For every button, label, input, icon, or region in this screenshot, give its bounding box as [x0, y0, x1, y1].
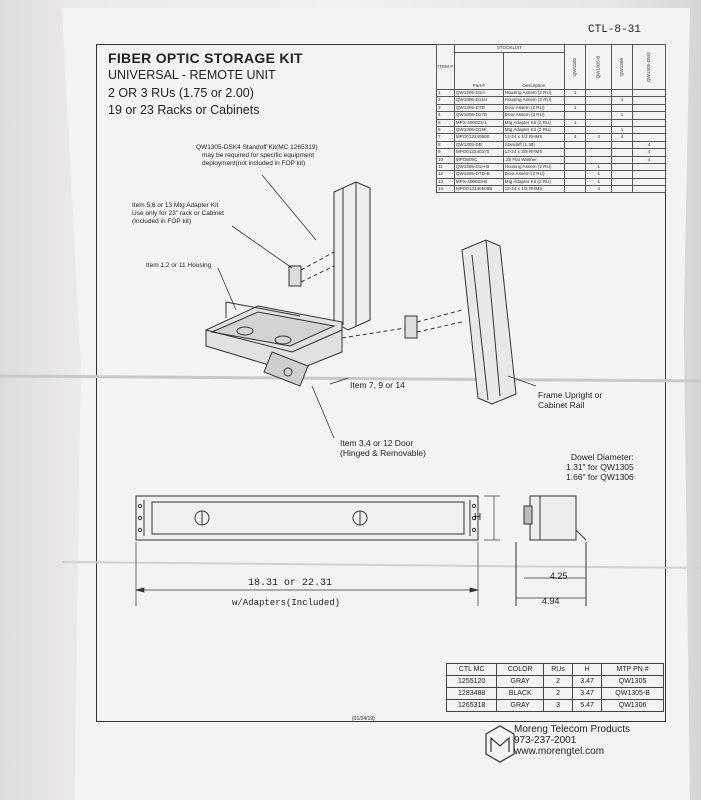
- width-dimension: [135, 542, 479, 606]
- company-logo: [485, 725, 515, 763]
- kit-quantity: [632, 185, 666, 194]
- adapter-bracket-right: [341, 309, 463, 339]
- width-dimension-note: w/Adapters(Included): [232, 598, 341, 608]
- spec-header: MTP PN #: [601, 663, 664, 676]
- spec-header: H: [572, 663, 603, 676]
- dowel-diameter-callout: Dowel Diameter: 1.31" for QW1305 1.66" f…: [566, 452, 634, 482]
- kit-col-4: QW1305-DW4: [632, 44, 666, 90]
- rack-units-line: 2 OR 3 RUs (1.75 or 2.00): [108, 86, 254, 100]
- kit-quantity: [564, 185, 587, 194]
- height-dimension: [484, 495, 500, 541]
- side-elevation: [515, 495, 587, 606]
- rack-size-line: 19 or 23 Racks or Cabinets: [108, 103, 260, 117]
- company-phone: 973-237-2001: [514, 735, 577, 746]
- description-header: Description: [502, 51, 566, 91]
- spec-cell: 3.47: [572, 675, 603, 688]
- document-subtitle: UNIVERSAL - REMOTE UNIT: [108, 68, 276, 82]
- part-description: 12-24 x 1/2 RHMS: [502, 185, 566, 194]
- frame-upright-rail: [461, 239, 517, 405]
- frame-upright-callout: Frame Upright or Cabinet Rail: [538, 390, 603, 410]
- spec-cell: 3: [543, 699, 574, 712]
- standoff-kit-callout: QW1305-DSK4 Standoff Kit(MC 1265319) may…: [196, 144, 318, 167]
- company-url: www.morengtel.com: [514, 746, 605, 757]
- company-name: Moreng Telecom Products: [514, 724, 630, 735]
- width-dimension-label: 18.31 or 22.31: [248, 578, 333, 589]
- spec-cell: 1265318: [445, 699, 498, 712]
- front-elevation: [135, 495, 479, 541]
- door-callout: Item 3,4 or 12 Door (Hinged & Removable): [340, 438, 426, 458]
- spec-cell: 2: [543, 687, 574, 700]
- depth-dimension-b: 4.94: [542, 596, 560, 606]
- spec-cell: QW1305: [601, 675, 664, 688]
- stocklist-table: ITEM # STOCKLIST QW1305 QW1305-B QW1306 …: [436, 44, 666, 194]
- adapter-kit-callout: Item 5,6 or 13 Mtg Adapter Kit Use only …: [132, 202, 224, 225]
- housing-tray: [205, 301, 343, 373]
- housing-callout: Item 1,2 or 11 Housing: [146, 262, 212, 269]
- spec-header: RUs: [543, 663, 574, 676]
- part-header: Part #: [453, 51, 504, 91]
- door-panel: [263, 351, 309, 387]
- rear-upright-rail: [333, 181, 371, 331]
- spec-cell: GRAY: [496, 699, 545, 712]
- revision-date: (01/24/19): [352, 716, 375, 722]
- spec-header: COLOR: [496, 663, 545, 676]
- spec-cell: BLACK: [496, 687, 545, 700]
- company-block: Moreng Telecom Products 973-237-2001 www…: [514, 724, 630, 757]
- spec-cell: 5.47: [572, 699, 603, 712]
- leader-lines: [217, 174, 537, 439]
- spec-cell: 1283488: [445, 687, 498, 700]
- drawing-border: [96, 44, 666, 722]
- kit-col-2: QW1305-B: [585, 44, 612, 90]
- standoff-bracket: [288, 251, 335, 287]
- spec-cell: QW1305-B: [601, 687, 664, 700]
- item-7-callout: Item 7, 9 or 14: [350, 380, 405, 390]
- spec-cell: QW1306: [601, 699, 664, 712]
- kit-quantity: [610, 185, 634, 194]
- spec-header: CTL MC: [445, 663, 498, 676]
- height-label: H: [474, 512, 482, 523]
- document-title: FIBER OPTIC STORAGE KIT: [108, 50, 303, 66]
- spec-cell: 3.47: [572, 687, 603, 700]
- document-code: CTL-8-31: [588, 24, 641, 36]
- spec-cell: 2: [543, 675, 574, 688]
- depth-dimension-a: 4.25: [550, 571, 568, 581]
- spec-cell: 1255120: [445, 675, 498, 688]
- spec-cell: GRAY: [496, 675, 545, 688]
